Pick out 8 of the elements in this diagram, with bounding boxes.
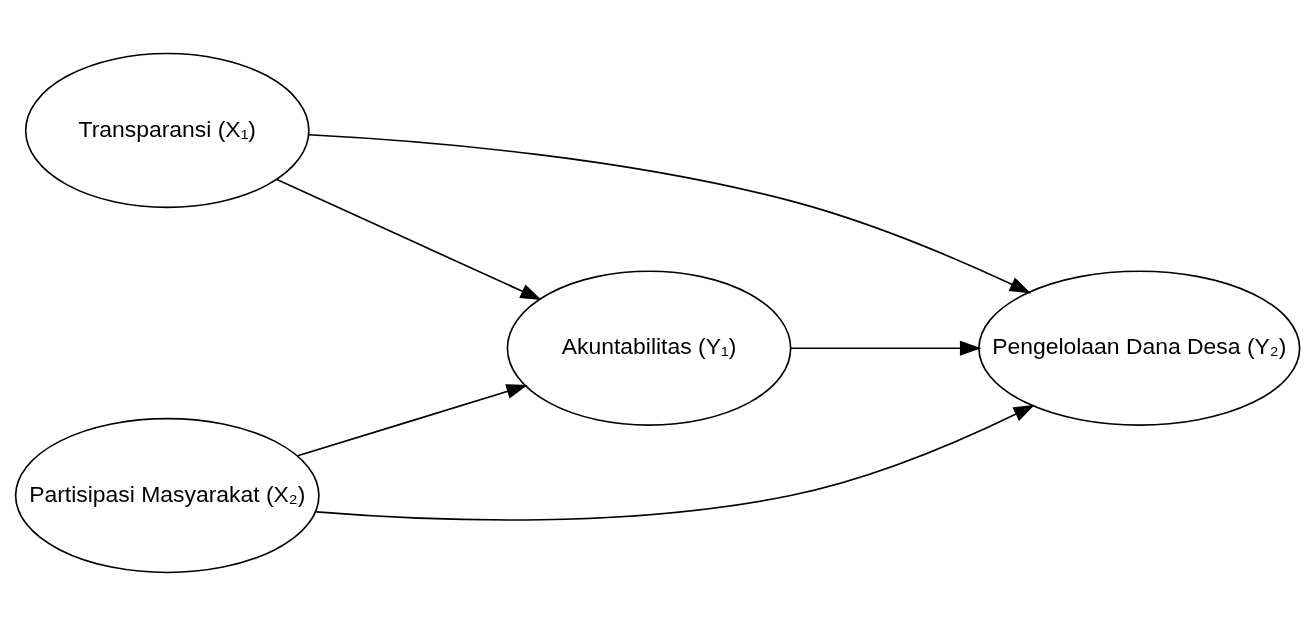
node-ellipse: Pengelolaan Dana Desa (Y₂) (978, 270, 1301, 426)
node-ellipse: Partisipasi Masyarakat (X₂) (14, 417, 320, 574)
arrow (790, 340, 982, 356)
arrow (296, 384, 528, 457)
arrow (276, 178, 542, 301)
node-ellipse: Transparansi (X₁) (24, 52, 310, 209)
arrow (307, 134, 1032, 294)
arrow (315, 404, 1035, 521)
